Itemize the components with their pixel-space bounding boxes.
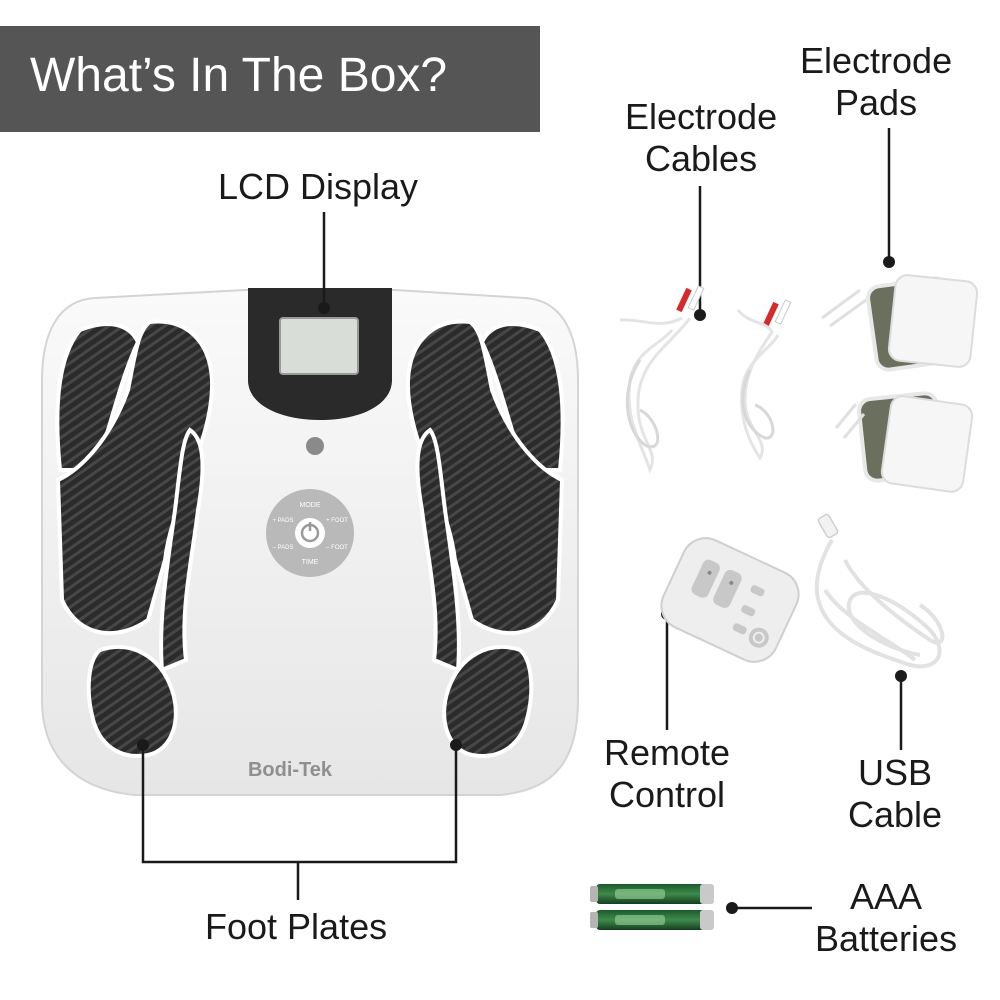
usb-cable	[814, 513, 945, 669]
right-foot-plate	[405, 319, 565, 758]
label-usb-cable: USB Cable	[848, 752, 943, 835]
power-button	[295, 518, 325, 548]
label-foot-plates: Foot Plates	[205, 906, 388, 947]
page-title: What’s In The Box?	[30, 49, 448, 102]
battery-1	[590, 884, 714, 904]
aaa-batteries	[590, 884, 714, 930]
battery-2	[590, 910, 714, 930]
remote-control	[660, 537, 800, 663]
indicator-light	[306, 437, 324, 455]
label-remote-control: Remote Control	[604, 732, 731, 815]
label-aaa-batteries: AAA Batteries	[815, 876, 958, 959]
lcd-screen	[279, 317, 359, 375]
electrode-pads	[821, 274, 979, 493]
electrode-cable-2	[736, 299, 792, 461]
pads-minus-label: – PADS	[273, 545, 294, 551]
foot-minus-label: – FOOT	[326, 545, 348, 551]
label-electrode-cables: Electrode Cables	[625, 96, 778, 179]
brand-logo: Bodi-Tek	[248, 759, 333, 781]
label-electrode-pads: Electrode Pads	[800, 40, 953, 123]
mode-button-label: MODE	[300, 502, 321, 509]
left-foot-plate	[55, 319, 215, 758]
pads-plus-label: + PADS	[272, 518, 293, 524]
foot-massager-device: MODE + PADS + FOOT – PADS – FOOT TIME Bo…	[41, 288, 579, 796]
foot-plus-label: + FOOT	[326, 518, 348, 524]
electrode-cable-1	[619, 285, 705, 474]
title-banner	[0, 26, 540, 132]
label-lcd-display: LCD Display	[218, 166, 419, 207]
callout-lines	[141, 128, 903, 910]
control-buttons: MODE + PADS + FOOT – PADS – FOOT TIME	[266, 489, 354, 577]
electrode-cables	[619, 285, 792, 474]
time-button-label: TIME	[302, 559, 319, 566]
